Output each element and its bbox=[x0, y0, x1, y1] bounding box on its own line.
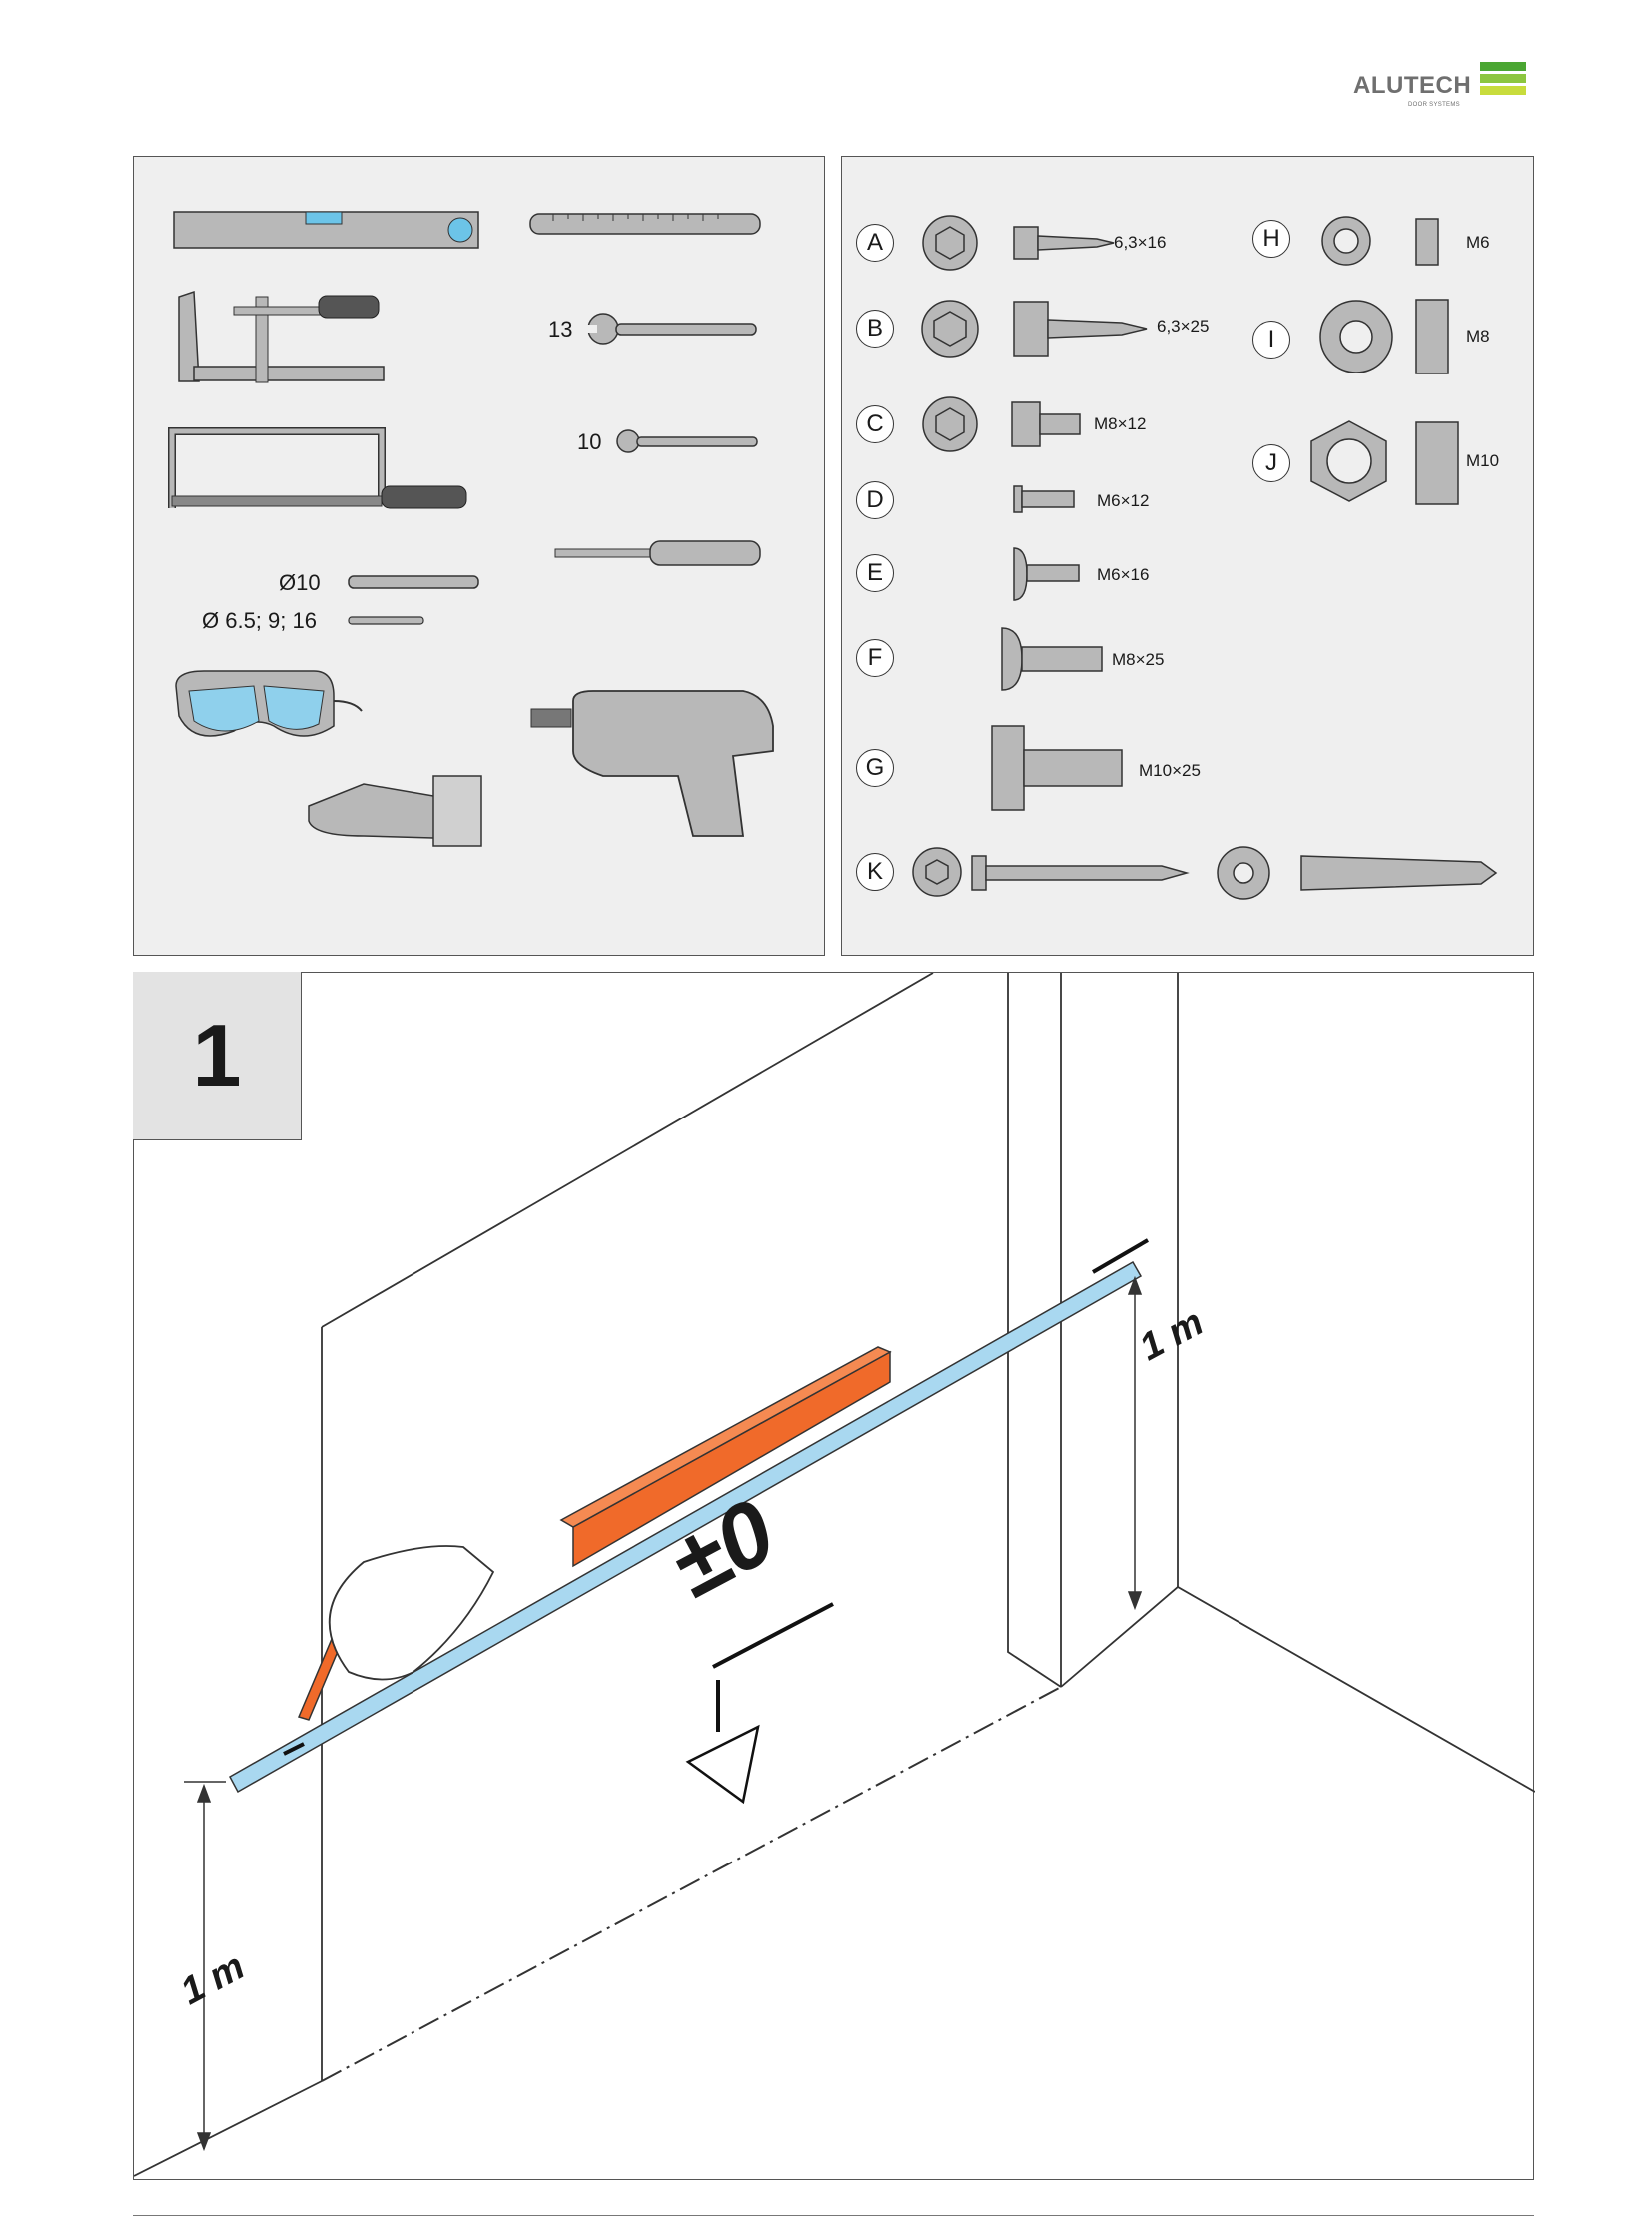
fastener-e-badge: E bbox=[856, 554, 894, 592]
dimension-right bbox=[1127, 1275, 1143, 1611]
screwdriver-icon bbox=[554, 540, 761, 566]
safety-goggles-icon bbox=[175, 670, 363, 737]
brand-mark-icon bbox=[1480, 62, 1526, 98]
fastener-k-icon bbox=[912, 846, 1498, 900]
fastener-d-size: M6×12 bbox=[1097, 491, 1150, 510]
step-number: 1 bbox=[133, 972, 302, 1140]
brand-logo: ALUTECH DOOR SYSTEMS bbox=[1353, 62, 1533, 112]
drill-bits-small-icon bbox=[348, 616, 424, 625]
datum-line bbox=[321, 1686, 1062, 2082]
fastener-a-badge: A bbox=[856, 224, 894, 262]
fastener-f-badge: F bbox=[856, 639, 894, 677]
fastener-h-badge: H bbox=[1252, 220, 1290, 258]
fastener-c-icon bbox=[922, 396, 1081, 452]
hacksaw-icon bbox=[168, 427, 467, 509]
fastener-b-badge: B bbox=[856, 310, 894, 348]
zero-mark-symbol bbox=[685, 1602, 834, 1805]
guide-rail-icon bbox=[228, 1260, 1143, 1794]
fastener-a-size: 6,3×16 bbox=[1114, 233, 1167, 252]
clamp-icon bbox=[178, 290, 385, 383]
fastener-d-badge: D bbox=[856, 481, 894, 519]
fastener-d-icon bbox=[1013, 485, 1075, 513]
fastener-j-icon bbox=[1310, 420, 1459, 505]
wrench-10-icon bbox=[616, 429, 758, 453]
fastener-e-size: M6×16 bbox=[1097, 565, 1150, 584]
ruler-icon bbox=[529, 213, 761, 235]
tools-panel: 13 10 Ø10 Ø 6.5; 9; 16 bbox=[133, 156, 825, 956]
wrench-10-label: 10 bbox=[577, 429, 602, 454]
fastener-j-badge: J bbox=[1252, 444, 1290, 482]
fastener-f-size: M8×25 bbox=[1112, 650, 1165, 669]
fastener-k-badge: K bbox=[856, 853, 894, 891]
drill-bit-large-icon bbox=[348, 575, 479, 589]
fastener-i-badge: I bbox=[1252, 321, 1290, 359]
fastener-i-size: M8 bbox=[1466, 327, 1490, 346]
fastener-h-size: M6 bbox=[1466, 233, 1490, 252]
drill-bits-small-label: Ø 6.5; 9; 16 bbox=[202, 608, 317, 633]
hand-with-pencil-icon bbox=[297, 1545, 495, 1721]
dimension-left bbox=[184, 1781, 226, 2152]
fastener-h-icon bbox=[1321, 216, 1439, 266]
fastener-b-size: 6,3×25 bbox=[1157, 317, 1210, 336]
orange-level-icon bbox=[559, 1346, 892, 1568]
power-drill-icon bbox=[530, 690, 774, 837]
wrench-13-label: 13 bbox=[548, 317, 573, 342]
fastener-b-icon bbox=[921, 300, 1148, 358]
footer-divider bbox=[133, 2215, 1534, 2216]
fastener-j-size: M10 bbox=[1466, 451, 1500, 470]
fastener-e-icon bbox=[1013, 547, 1080, 601]
wrench-13-icon bbox=[583, 313, 757, 345]
step-1-panel: ±0 1 m 1 m bbox=[133, 972, 1535, 2180]
brand-tagline: DOOR SYSTEMS bbox=[1408, 102, 1460, 108]
fastener-c-size: M8×12 bbox=[1094, 414, 1147, 433]
fastener-a-icon bbox=[922, 215, 1115, 271]
mark-left bbox=[283, 1742, 305, 1756]
fastener-g-size: M10×25 bbox=[1139, 761, 1201, 780]
mark-right bbox=[1091, 1238, 1150, 1274]
wall-outline bbox=[134, 973, 1535, 2177]
gloves-icon bbox=[308, 775, 482, 847]
fasteners-panel: A 6,3×16 B 6,3×25 C M8×12 D M6×12 E M6×1… bbox=[841, 156, 1534, 956]
fastener-g-icon bbox=[991, 725, 1123, 811]
spirit-level-icon bbox=[173, 211, 479, 249]
brand-name: ALUTECH bbox=[1353, 72, 1472, 99]
fastener-i-icon bbox=[1319, 299, 1449, 374]
fastener-g-badge: G bbox=[856, 749, 894, 787]
fastener-c-badge: C bbox=[856, 405, 894, 443]
drill-bit-large-label: Ø10 bbox=[279, 570, 321, 595]
fastener-f-icon bbox=[1001, 627, 1103, 691]
